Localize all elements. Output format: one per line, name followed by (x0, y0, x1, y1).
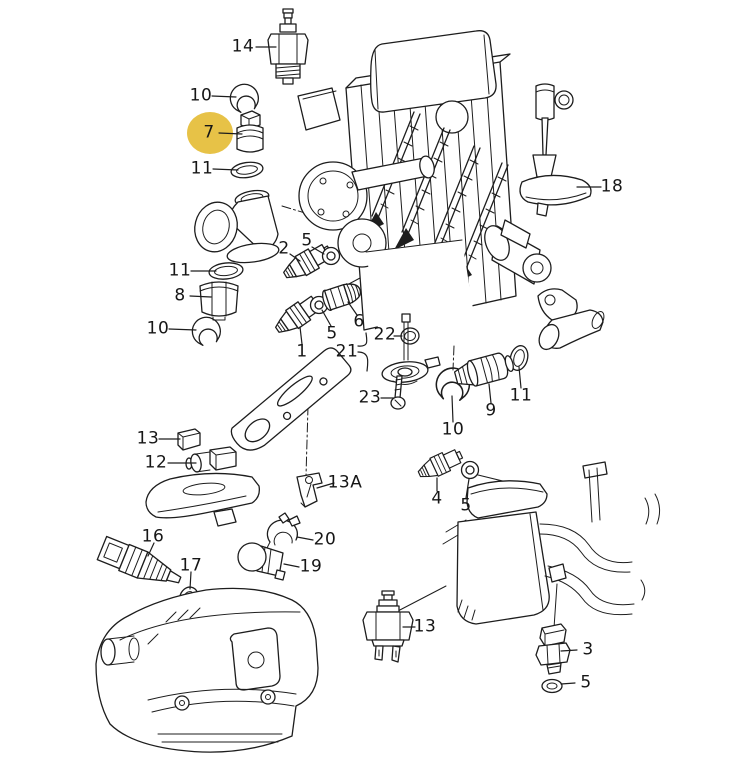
part-callout-8[interactable]: 8 (174, 285, 186, 306)
leader-lines (147, 46, 602, 685)
part-5-seal-d[interactable] (541, 678, 563, 694)
part-9-sensor[interactable] (453, 350, 516, 390)
part-13-retainer[interactable] (177, 428, 201, 451)
part-20-clamp[interactable] (266, 512, 301, 549)
part-10-clip-top[interactable] (226, 80, 262, 115)
part-callout-14[interactable]: 14 (231, 36, 255, 57)
transmission-drawing (95, 587, 319, 753)
part-callout-4[interactable]: 4 (431, 488, 443, 509)
part-callout-13-bottom[interactable]: 13 (413, 616, 437, 637)
part-callout-5-b[interactable]: 5 (326, 323, 338, 344)
part-callout-22[interactable]: 22 (373, 324, 397, 345)
part-callout-6[interactable]: 6 (353, 311, 365, 332)
part-4-sensor[interactable] (414, 445, 466, 484)
coolant-flange-drawing (194, 189, 280, 264)
part-23-screw[interactable] (390, 375, 406, 410)
part-callout-13-upper[interactable]: 13 (136, 428, 160, 449)
part-11-oring-right[interactable] (508, 344, 531, 373)
part-callout-11-right[interactable]: 11 (509, 385, 533, 406)
part-callout-11-top[interactable]: 11 (190, 158, 214, 179)
part-callout-17[interactable]: 17 (179, 555, 203, 576)
part-callout-1[interactable]: 1 (296, 341, 308, 362)
part-11-oring-top[interactable] (230, 160, 264, 179)
bumper-fragment-drawing (145, 472, 260, 527)
part-6-plug[interactable] (321, 280, 364, 312)
part-13-pressure-switch[interactable] (362, 590, 414, 663)
part-callout-5-a[interactable]: 5 (301, 230, 313, 251)
part-callout-13A[interactable]: 13A (327, 472, 363, 493)
part-callout-7[interactable]: 7 (203, 122, 215, 143)
part-10-clip-left[interactable] (188, 313, 224, 348)
part-callout-12[interactable]: 12 (144, 452, 168, 473)
part-21-sender-unit[interactable] (381, 313, 441, 385)
part-callout-21[interactable]: 21 (335, 341, 359, 362)
part-callout-23[interactable]: 23 (358, 387, 382, 408)
part-callout-10-left[interactable]: 10 (146, 318, 170, 339)
part-8-sensor[interactable] (199, 281, 239, 321)
part-18-sender[interactable] (519, 83, 592, 217)
part-callout-19[interactable]: 19 (299, 556, 323, 577)
part-14-switch[interactable] (267, 8, 309, 85)
part-19-sensor[interactable] (237, 542, 286, 581)
part-11-oring-left[interactable] (208, 261, 244, 280)
part-3-oil-pressure-switch[interactable] (535, 623, 571, 675)
part-13A-bracket[interactable] (296, 472, 323, 508)
part-callout-9[interactable]: 9 (485, 400, 497, 421)
part-22-oring[interactable] (400, 327, 420, 345)
part-5-seal-c[interactable] (460, 460, 480, 480)
support-plate-drawing (230, 347, 352, 451)
reservoir-drawing (442, 461, 661, 625)
part-7-coolant-temp-sensor[interactable] (236, 110, 264, 153)
part-12-sensor[interactable] (185, 446, 237, 473)
highlight-circle (187, 112, 233, 154)
part-callout-10-right[interactable]: 10 (441, 419, 465, 440)
part-16-temp-sensor[interactable] (96, 535, 185, 593)
part-callout-3[interactable]: 3 (582, 639, 594, 660)
part-callout-10-top[interactable]: 10 (189, 85, 213, 106)
part-callout-2[interactable]: 2 (278, 238, 290, 259)
engine-drawing (297, 30, 605, 354)
part-5-seal-a[interactable] (321, 246, 341, 266)
part-callout-11-left[interactable]: 11 (168, 260, 192, 281)
part-callout-5-d[interactable]: 5 (580, 672, 592, 693)
part-callout-20[interactable]: 20 (313, 529, 337, 550)
part-callout-5-c[interactable]: 5 (460, 495, 472, 516)
part-callout-16[interactable]: 16 (141, 526, 165, 547)
part-callout-18[interactable]: 18 (600, 176, 624, 197)
